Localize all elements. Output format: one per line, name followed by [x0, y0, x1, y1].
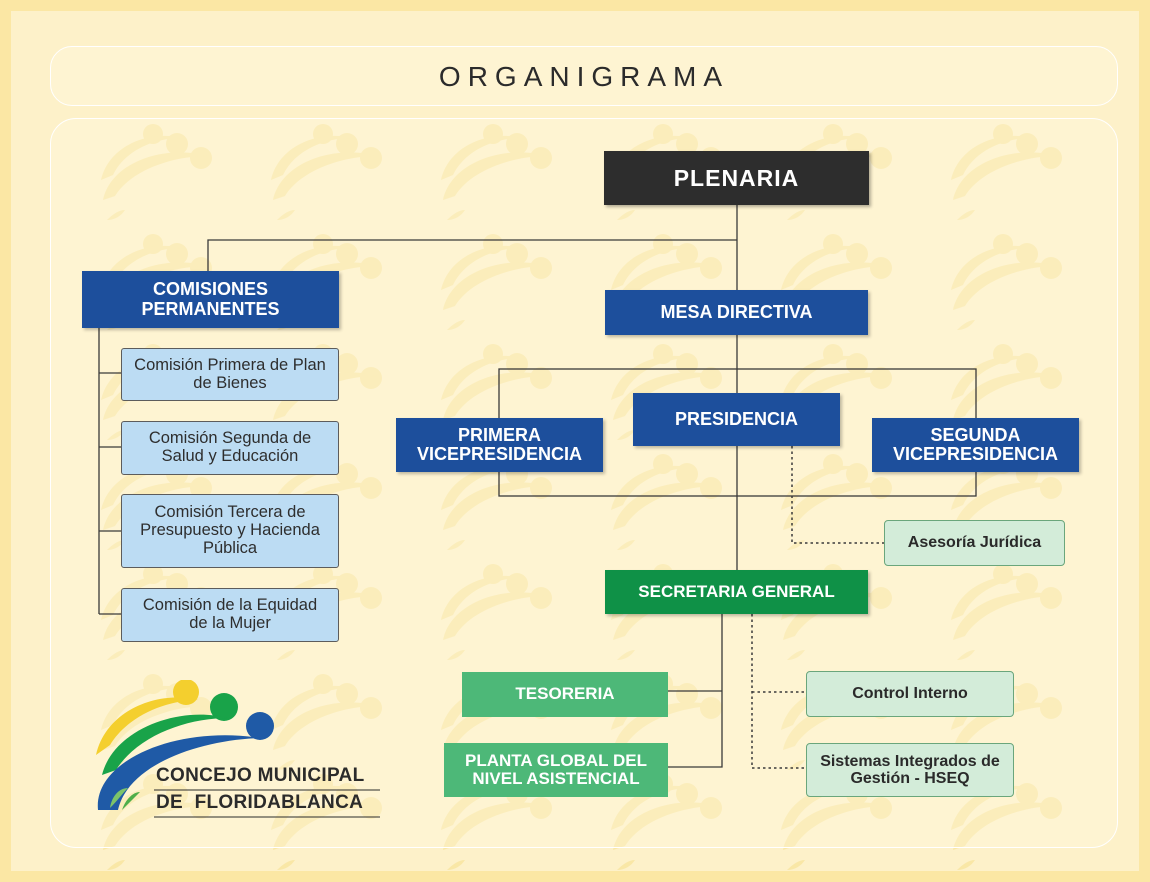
primera-vicepresidencia-box: PRIMERA VICEPRESIDENCIA	[396, 418, 603, 472]
watermark-logo	[441, 124, 552, 220]
watermark-logo	[611, 454, 722, 550]
primera-vicepresidencia-label: PRIMERA VICEPRESIDENCIA	[416, 424, 583, 464]
plenaria-box: PLENARIA	[604, 151, 869, 205]
control-interno-label: Control Interno	[852, 685, 968, 703]
comision-item-label: Comisión Primera de Plan de Bienes	[134, 355, 326, 392]
tesoreria-box: TESORERIA	[462, 672, 668, 717]
watermark-logo	[611, 774, 722, 870]
planta-global-box: PLANTA GLOBAL DEL NIVEL ASISTENCIAL	[444, 743, 668, 797]
asesoria-juridica-box: Asesoría Jurídica	[884, 520, 1065, 566]
comisiones-permanentes-box: COMISIONES PERMANENTES	[82, 271, 339, 328]
presidencia-box: PRESIDENCIA	[633, 393, 840, 446]
sistemas-integrados-label: Sistemas Integrados de Gestión - HSEQ	[820, 752, 1000, 787]
comision-item-label: Comisión de la Equidad de la Mujer	[142, 596, 318, 632]
mesa-directiva-box: MESA DIRECTIVA	[605, 290, 868, 335]
comisiones-permanentes-label: COMISIONES PERMANENTES	[141, 279, 280, 319]
watermark-logo	[271, 774, 382, 870]
watermark-logo	[951, 124, 1062, 220]
comision-item-2: Comisión Segunda de Salud y Educación	[121, 421, 339, 475]
connector-secretaria-planta	[668, 614, 723, 768]
page-title: ORGANIGRAMA	[438, 61, 730, 92]
comision-item-label: Comisión Segunda de Salud y Educación	[148, 429, 312, 465]
segunda-vicepresidencia-box: SEGUNDA VICEPRESIDENCIA	[872, 418, 1079, 472]
mesa-directiva-label: MESA DIRECTIVA	[660, 301, 813, 322]
watermark-logo	[271, 674, 382, 770]
control-interno-box: Control Interno	[806, 671, 1014, 717]
comision-item-4: Comisión de la Equidad de la Mujer	[121, 588, 339, 642]
title-panel: ORGANIGRAMA	[50, 46, 1118, 106]
watermark-logo	[441, 564, 552, 660]
watermark-logo	[951, 234, 1062, 330]
watermark-logo	[951, 564, 1062, 660]
watermark-logo	[441, 234, 552, 330]
tesoreria-label: TESORERIA	[515, 684, 615, 704]
secretaria-general-box: SECRETARIA GENERAL	[605, 570, 868, 614]
connector-presidencia-asesoria	[791, 446, 884, 544]
planta-global-label: PLANTA GLOBAL DEL NIVEL ASISTENCIAL	[465, 750, 647, 788]
logo-line-2: DE FLORIDABLANCA	[156, 792, 364, 813]
logo-line-1: CONCEJO MUNICIPAL	[156, 765, 365, 786]
plenaria-label: PLENARIA	[673, 164, 800, 191]
comision-item-3: Comisión Tercera de Presupuesto y Hacien…	[121, 494, 339, 568]
sistemas-integrados-box: Sistemas Integrados de Gestión - HSEQ	[806, 743, 1014, 797]
segunda-vicepresidencia-label: SEGUNDA VICEPRESIDENCIA	[892, 424, 1059, 464]
connector-plenaria-comisiones	[207, 239, 737, 271]
watermark-logo	[271, 124, 382, 220]
watermark-logo	[101, 124, 212, 220]
concejo-logo	[96, 680, 380, 818]
secretaria-general-label: SECRETARIA GENERAL	[638, 581, 835, 601]
asesoria-juridica-label: Asesoría Jurídica	[907, 534, 1042, 552]
watermark-logo	[951, 344, 1062, 440]
presidencia-label: PRESIDENCIA	[674, 408, 799, 429]
comision-item-label: Comisión Tercera de Presupuesto y Hacien…	[140, 503, 320, 557]
watermark-logo	[101, 774, 212, 870]
comision-item-1: Comisión Primera de Plan de Bienes	[121, 348, 339, 401]
